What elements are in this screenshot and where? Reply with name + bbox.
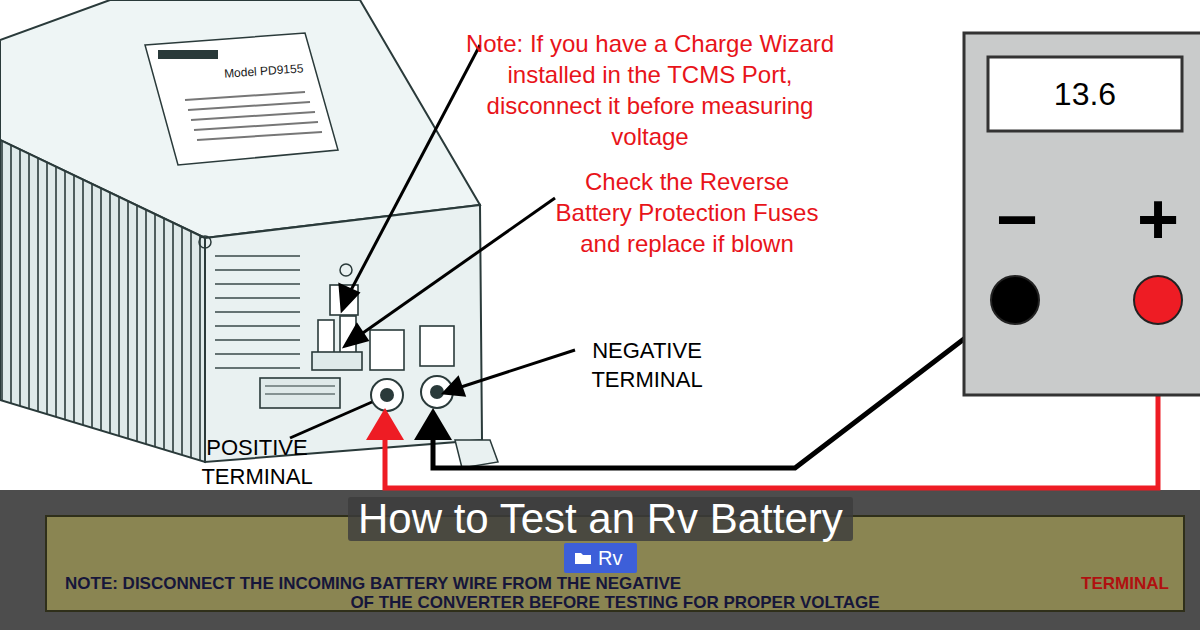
fuse-note: Check the Reverse Battery Protection Fus…: [546, 166, 828, 259]
terminal-label: POSITIVE TERMINAL: [182, 433, 332, 491]
multimeter-body: − +13.6: [964, 33, 1200, 395]
note-text: NOTE: DISCONNECT THE INCOMING BATTERY WI…: [65, 575, 681, 593]
terminal-label: NEGATIVE TERMINAL: [572, 336, 722, 394]
folder-icon: [574, 551, 592, 565]
category-tag: Rv: [598, 547, 622, 569]
converter-terminals: [370, 326, 454, 411]
page-title: How to Test an Rv Battery: [348, 497, 853, 541]
voltage-reading: 13.6: [988, 76, 1182, 112]
minus-symbol: −: [992, 183, 1042, 255]
bottom-strip: [0, 490, 1200, 630]
category-badge: Rv: [564, 543, 637, 573]
plus-symbol: +: [1133, 183, 1183, 255]
multimeter: [964, 33, 1200, 395]
note-text: OF THE CONVERTER BEFORE TESTING FOR PROP…: [47, 594, 1183, 612]
charge-wizard-note: Note: If you have a Charge Wizard instal…: [465, 28, 835, 152]
converter-body: [0, 0, 498, 468]
meter-display: 13.6: [988, 57, 1182, 131]
note-text-highlight: TERMINAL: [1081, 575, 1169, 593]
